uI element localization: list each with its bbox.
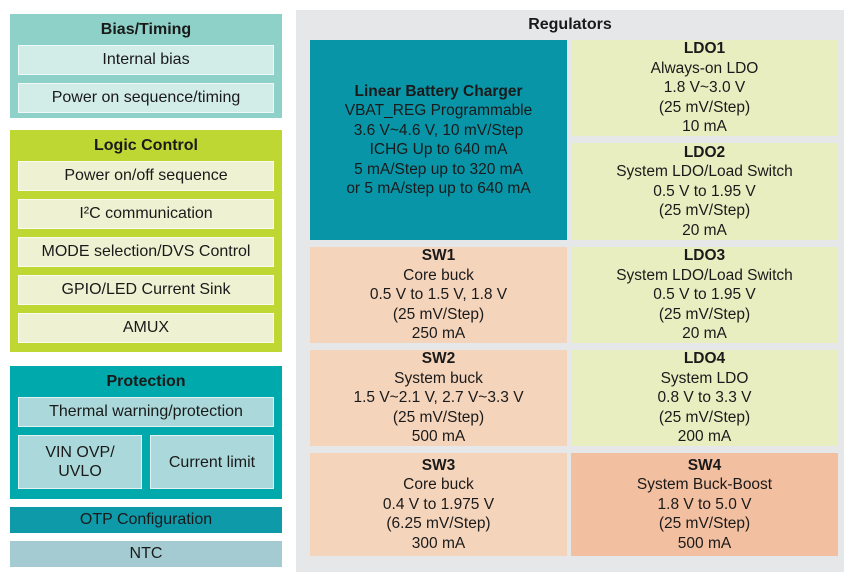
text-line: 1.8 V to 5.0 V xyxy=(657,495,752,513)
item-power-onoff-sequence: Power on/off sequence xyxy=(18,161,274,191)
text-line: 0.8 V to 3.3 V xyxy=(657,389,752,407)
regulators-grid: Linear Battery Charger VBAT_REG Programm… xyxy=(310,40,844,556)
text-line: 1.8 V~3.0 V xyxy=(663,79,746,97)
text-line: or 5 mA/step up to 640 mA xyxy=(346,180,531,197)
sw1-lines: Core buck 0.5 V to 1.5 V, 1.8 V(25 mV/Ste… xyxy=(370,266,507,344)
item-i2c-communication: I²C communication xyxy=(18,199,274,229)
sw1-block: SW1 Core buck 0.5 V to 1.5 V, 1.8 V(25 mV… xyxy=(310,247,567,343)
ldo4-title: LDO4 xyxy=(683,350,726,368)
text-line: 200 mA xyxy=(677,428,732,446)
text-line: 0.5 V to 1.95 V xyxy=(653,182,756,200)
item-vin-ovp-uvlo: VIN OVP/ UVLO xyxy=(18,435,142,489)
ldo1-block: LDO1 Always-on LDO 1.8 V~3.0 V(25 mV/Step… xyxy=(571,40,838,136)
item-amux: AMUX xyxy=(18,313,274,343)
ldo1-title: LDO1 xyxy=(683,40,726,58)
logic-control-title: Logic Control xyxy=(94,137,198,154)
vin-ovp-uvlo-text: VIN OVP/ UVLO xyxy=(45,443,114,481)
item-power-on-sequence-timing: Power on sequence/timing xyxy=(18,83,274,113)
charger-lines: VBAT_REG Programmable 3.6 V~4.6 V, 10 mV/… xyxy=(345,101,533,199)
text-line: (25 mV/Step) xyxy=(392,408,485,426)
item-mode-selection-dvs-control: MODE selection/DVS Control xyxy=(18,237,274,267)
ldo3-lines: System LDO/Load Switch 0.5 V to 1.95 V(25… xyxy=(616,266,793,344)
protection-items: Thermal warning/protection VIN OVP/ UVLO… xyxy=(10,397,282,497)
text-line: 250 mA xyxy=(411,325,466,343)
text-line: ICHG Up to 640 mA xyxy=(369,141,508,158)
sw2-block: SW2 System buck 1.5 V~2.1 V, 2.7 V~3.3 V(… xyxy=(310,350,567,446)
ldo2-title: LDO2 xyxy=(683,143,726,161)
text-line: System LDO/Load Switch xyxy=(616,266,793,284)
regulators-title: Regulators xyxy=(528,16,612,33)
vin-ovp-line: VIN OVP/ xyxy=(45,444,115,461)
ldo4-lines: System LDO 0.8 V to 3.3 V(25 mV/Step) 200 … xyxy=(658,369,752,447)
text-line: 20 mA xyxy=(682,325,727,343)
text-line: 300 mA xyxy=(411,534,466,552)
regulators-panel: Regulators Linear Battery Charger VBAT_R… xyxy=(296,10,844,572)
text-line: 5 mA/Step up to 320 mA xyxy=(354,160,523,178)
text-line: (25 mV/Step) xyxy=(658,305,751,323)
text-line: (25 mV/Step) xyxy=(658,98,751,116)
text-line: 0.4 V to 1.975 V xyxy=(382,495,495,513)
item-current-limit: Current limit xyxy=(150,435,274,489)
sw1-title: SW1 xyxy=(421,247,456,265)
bias-timing-items: Internal bias Power on sequence/timing xyxy=(10,45,282,121)
ldo4-block: LDO4 System LDO 0.8 V to 3.3 V(25 mV/Step… xyxy=(571,350,838,446)
text-line: Always-on LDO xyxy=(650,59,759,77)
bias-timing-title: Bias/Timing xyxy=(100,21,192,38)
linear-battery-charger-block: Linear Battery Charger VBAT_REG Programm… xyxy=(310,40,567,240)
text-line: 10 mA xyxy=(682,118,727,136)
sw3-title: SW3 xyxy=(421,456,456,474)
item-gpio-led-current-sink: GPIO/LED Current Sink xyxy=(18,275,274,305)
item-thermal-warning-protection: Thermal warning/protection xyxy=(18,397,274,427)
text-line: 0.5 V to 1.5 V, 1.8 V xyxy=(369,286,508,304)
protection-title: Protection xyxy=(106,373,186,390)
protection-block: Protection Thermal warning/protection VI… xyxy=(10,366,282,499)
logic-control-block: Logic Control Power on/off sequence I²C … xyxy=(10,130,282,352)
text-line: (25 mV/Step) xyxy=(658,515,751,533)
ldo3-title: LDO3 xyxy=(683,247,726,265)
uvlo-line: UVLO xyxy=(58,463,102,480)
ldo3-block: LDO3 System LDO/Load Switch 0.5 V to 1.95… xyxy=(571,247,838,343)
charger-title: Linear Battery Charger xyxy=(354,82,523,100)
text-line: 1.5 V~2.1 V, 2.7 V~3.3 V xyxy=(353,389,524,407)
text-line: 20 mA xyxy=(682,221,727,239)
text-line: System LDO xyxy=(660,369,749,387)
logic-control-items: Power on/off sequence I²C communication … xyxy=(10,161,282,351)
text-line: 0.5 V to 1.95 V xyxy=(653,286,756,304)
item-internal-bias: Internal bias xyxy=(18,45,274,75)
text-line: System Buck-Boost xyxy=(636,476,773,494)
text-line: 3.6 V~4.6 V, 10 mV/Step xyxy=(353,121,524,139)
text-line: VBAT_REG Programmable xyxy=(344,102,533,119)
text-line: 500 mA xyxy=(677,534,732,552)
protection-split-row: VIN OVP/ UVLO Current limit xyxy=(18,435,274,489)
sw4-title: SW4 xyxy=(687,456,722,474)
sw2-title: SW2 xyxy=(421,350,456,368)
text-line: System buck xyxy=(394,369,483,387)
text-line: (6.25 mV/Step) xyxy=(386,515,491,533)
otp-configuration-bar: OTP Configuration xyxy=(10,507,282,533)
text-line: (25 mV/Step) xyxy=(658,202,751,220)
text-line: System LDO/Load Switch xyxy=(616,163,793,181)
bias-timing-block: Bias/Timing Internal bias Power on seque… xyxy=(10,14,282,118)
ldo1-lines: Always-on LDO 1.8 V~3.0 V(25 mV/Step) 10 m… xyxy=(651,59,759,137)
ntc-bar: NTC xyxy=(10,541,282,567)
text-line: 500 mA xyxy=(411,428,466,446)
text-line: Core buck xyxy=(403,476,474,494)
text-line: (25 mV/Step) xyxy=(392,305,485,323)
sw2-lines: System buck 1.5 V~2.1 V, 2.7 V~3.3 V(25 m… xyxy=(353,369,523,447)
text-line: Core buck xyxy=(403,266,474,284)
text-line: (25 mV/Step) xyxy=(658,408,751,426)
